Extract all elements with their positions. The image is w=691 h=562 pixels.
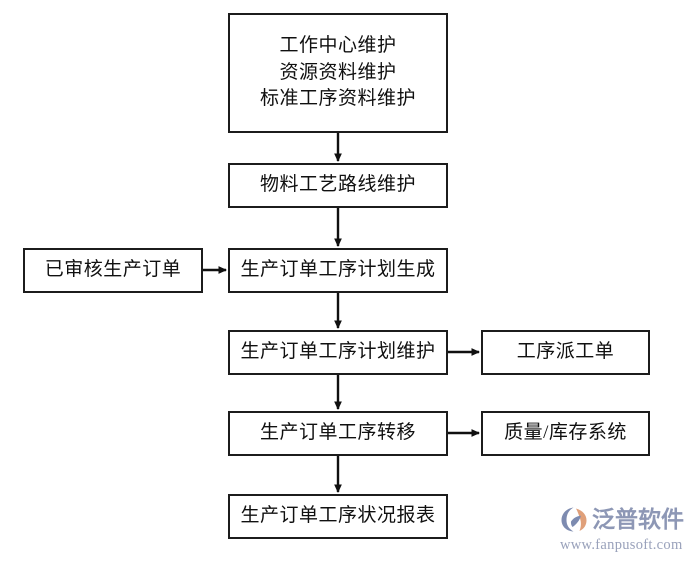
node-master-data-maintenance[interactable]: 工作中心维护 资源资料维护 标准工序资料维护 (228, 13, 448, 133)
watermark-brand-row: 泛普软件 (560, 503, 685, 535)
node-dispatch-label: 工序派工单 (516, 341, 615, 363)
node-operation-transfer[interactable]: 生产订单工序转移 (228, 411, 448, 456)
node-quality-inventory-system[interactable]: 质量/库存系统 (481, 411, 650, 456)
watermark: 泛普软件 www.fanpusoft.com (560, 503, 685, 555)
node-plan-maintain-label: 生产订单工序计划维护 (240, 341, 436, 363)
node-transfer-label: 生产订单工序转移 (259, 422, 416, 444)
watermark-brand-text: 泛普软件 (592, 506, 684, 532)
node-status-report-label: 生产订单工序状况报表 (240, 505, 436, 527)
node-operation-plan-maintenance[interactable]: 生产订单工序计划维护 (228, 330, 448, 375)
watermark-url-text: www.fanpusoft.com (560, 537, 683, 553)
node-master-line-2: 资源资料维护 (279, 61, 397, 83)
node-approved-order-label: 已审核生产订单 (44, 259, 182, 281)
node-master-line-1: 工作中心维护 (279, 34, 397, 56)
fanpusoft-logo-icon (560, 505, 590, 533)
node-material-routing-maintenance[interactable]: 物料工艺路线维护 (228, 163, 448, 208)
node-master-line-3: 标准工序资料维护 (259, 88, 416, 110)
node-operation-plan-generation[interactable]: 生产订单工序计划生成 (228, 248, 448, 293)
node-approved-production-order[interactable]: 已审核生产订单 (23, 248, 203, 293)
node-routing-label: 物料工艺路线维护 (259, 174, 416, 196)
node-operation-dispatch-order[interactable]: 工序派工单 (481, 330, 650, 375)
node-plan-generate-label: 生产订单工序计划生成 (240, 259, 436, 281)
node-operation-status-report[interactable]: 生产订单工序状况报表 (228, 494, 448, 539)
node-qc-inventory-label: 质量/库存系统 (504, 422, 627, 444)
